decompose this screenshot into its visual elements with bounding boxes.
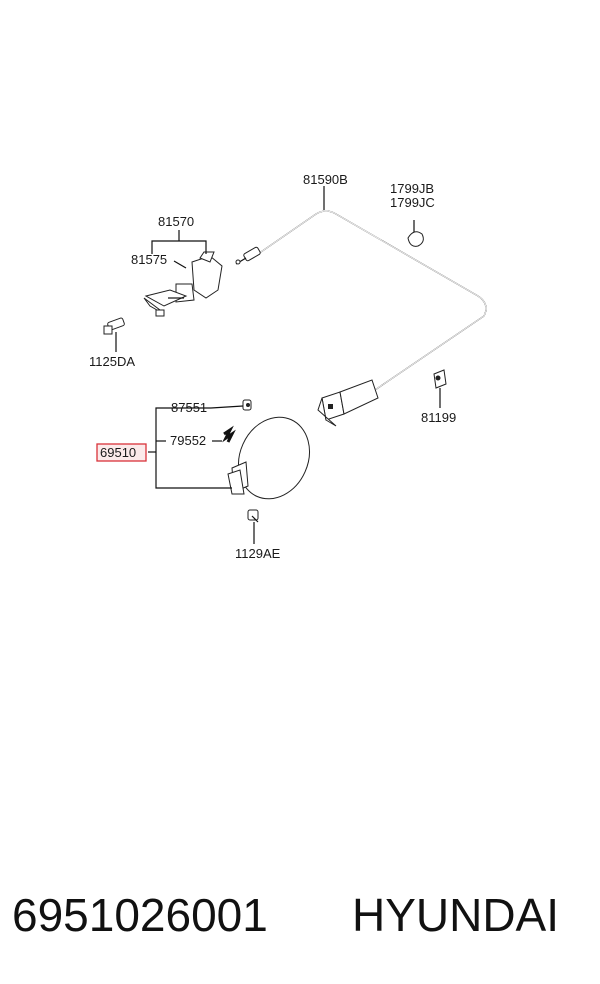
cable-end-bracket: [317, 379, 379, 427]
callout-1129ae: 1129AE: [235, 546, 281, 561]
clip-1799: [407, 220, 424, 247]
clip-81199: [433, 369, 447, 389]
fuel-filler-door: [227, 416, 310, 500]
part-number-caption: 6951026001: [12, 889, 268, 941]
bumper-87551: [242, 399, 252, 411]
spring-79552: [222, 425, 236, 443]
callout-1125da: 1125DA: [89, 354, 135, 369]
leader-lines: [115, 186, 441, 544]
callout-69510: 69510: [100, 445, 136, 460]
callout-81590b: 81590B: [303, 172, 348, 187]
callout-79552: 79552: [170, 433, 206, 448]
highlight-box: [96, 443, 147, 462]
opener-lever: [143, 251, 223, 317]
callout-87551: 87551: [171, 400, 207, 415]
brand-caption: HYUNDAI: [352, 889, 560, 941]
callout-81199: 81199: [421, 410, 456, 425]
callout-81570: 81570: [158, 214, 194, 229]
release-cable: [235, 210, 487, 393]
bolt-1129ae: [247, 509, 259, 523]
callout-1799jc: 1799JC: [390, 195, 435, 210]
callout-81575: 81575: [131, 252, 167, 267]
callout-1799jb: 1799JB: [390, 181, 434, 196]
bolt-1125da: [103, 317, 125, 335]
